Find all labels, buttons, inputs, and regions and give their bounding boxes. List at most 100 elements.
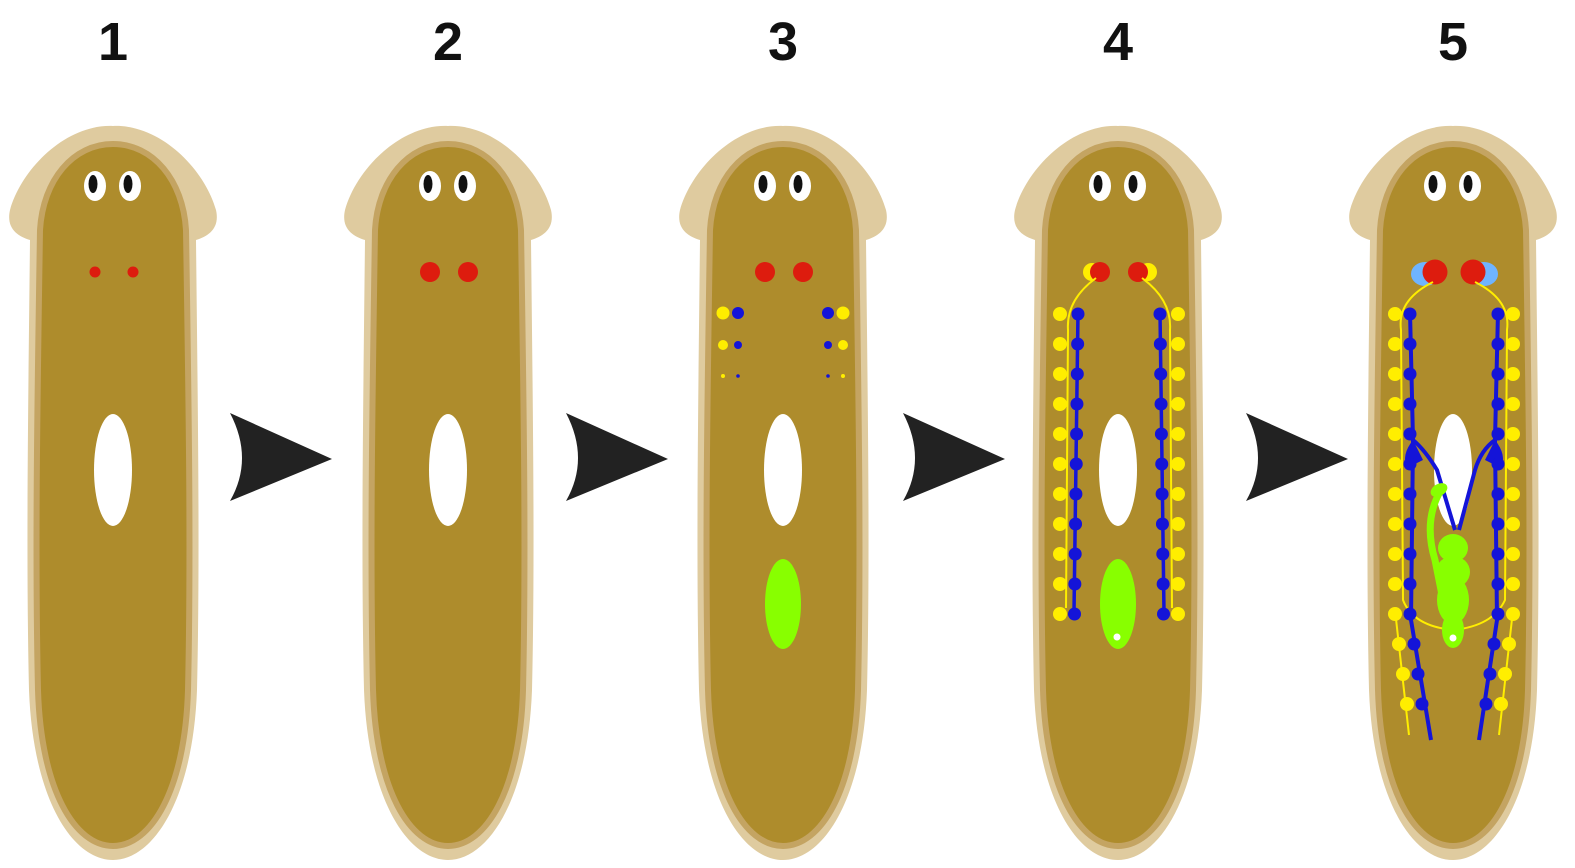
pupil-icon: [1464, 175, 1473, 193]
stage-number-label: 3: [768, 12, 798, 72]
pharynx: [764, 414, 802, 526]
pupil-icon: [89, 175, 98, 193]
testis-blue: [1069, 518, 1082, 531]
ovary: [1090, 262, 1110, 282]
gonopore: [1114, 634, 1121, 641]
pupil-icon: [1094, 175, 1103, 193]
testis-blue: [1404, 518, 1417, 531]
testis: [1388, 397, 1402, 411]
testis: [1053, 487, 1067, 501]
testis: [1053, 307, 1067, 321]
testis-blue: [1492, 458, 1505, 471]
testis-primordium: [721, 374, 725, 378]
testis: [1053, 397, 1067, 411]
worm-stage-5: 5: [1349, 12, 1557, 860]
testis: [1506, 517, 1520, 531]
pharynx: [1099, 414, 1137, 526]
testis: [1388, 307, 1402, 321]
testis-blue: [1154, 308, 1167, 321]
testis: [1171, 487, 1185, 501]
testis-blue: [1404, 548, 1417, 561]
pupil-icon: [1429, 175, 1438, 193]
stage-number-label: 4: [1103, 12, 1133, 72]
gonopore: [1450, 635, 1457, 642]
worm-stage-3: 3: [679, 12, 887, 860]
testis-blue: [1071, 368, 1084, 381]
ovary: [755, 262, 775, 282]
ovary: [1128, 262, 1148, 282]
testis-blue: [1404, 428, 1417, 441]
testis: [1171, 517, 1185, 531]
testis-blue: [1492, 368, 1505, 381]
stage-number-label: 2: [433, 12, 463, 72]
pupil-icon: [424, 175, 433, 193]
testis: [1171, 337, 1185, 351]
testis-blue: [1155, 458, 1168, 471]
vas-deferens-primordium: [826, 374, 830, 378]
testis-primordium: [717, 307, 730, 320]
testis-blue: [1154, 368, 1167, 381]
testis-blue: [1070, 428, 1083, 441]
testis: [1392, 637, 1406, 651]
pharynx: [429, 414, 467, 526]
testis-blue: [1154, 338, 1167, 351]
testis: [1506, 577, 1520, 591]
vas-deferens-primordium: [824, 341, 832, 349]
testis-blue: [1492, 578, 1505, 591]
testis-blue: [1068, 578, 1081, 591]
arrowhead-right-icon: [1246, 413, 1348, 501]
testis-blue: [1069, 548, 1082, 561]
pupil-icon: [794, 175, 803, 193]
vas-deferens-primordium: [734, 341, 742, 349]
testis: [1506, 367, 1520, 381]
testis-blue: [1070, 398, 1083, 411]
testis: [1053, 337, 1067, 351]
arrowhead-right-icon: [903, 413, 1005, 501]
testis-blue: [1069, 488, 1082, 501]
testis-blue: [1404, 578, 1417, 591]
testis: [1053, 547, 1067, 561]
testis-blue: [1070, 458, 1083, 471]
testis: [1053, 457, 1067, 471]
testis-blue: [1412, 668, 1425, 681]
testis-blue: [1492, 548, 1505, 561]
testis-blue: [1408, 638, 1421, 651]
testis-blue: [1492, 338, 1505, 351]
testis-blue: [1492, 398, 1505, 411]
ovary: [793, 262, 813, 282]
testis: [1388, 337, 1402, 351]
testis-primordium: [837, 307, 850, 320]
testis-blue: [1155, 428, 1168, 441]
ovary: [458, 262, 478, 282]
testis-blue: [1156, 518, 1169, 531]
worm-stage-4: 4: [1014, 12, 1222, 860]
testis: [1171, 427, 1185, 441]
testis: [1494, 697, 1508, 711]
testis: [1388, 427, 1402, 441]
arrowhead-right-icon: [230, 413, 332, 501]
testis: [1506, 307, 1520, 321]
testis-blue: [1492, 308, 1505, 321]
testis: [1506, 427, 1520, 441]
testis-blue: [1072, 308, 1085, 321]
testis: [1506, 457, 1520, 471]
testis-blue: [1492, 608, 1505, 621]
worm-stage-1: 1: [9, 12, 217, 860]
testis-blue: [1404, 308, 1417, 321]
ovary: [420, 262, 440, 282]
testis: [1053, 427, 1067, 441]
testis-blue: [1157, 608, 1170, 621]
testis: [1388, 517, 1402, 531]
pupil-icon: [1129, 175, 1138, 193]
copulatory-primordium: [765, 559, 801, 649]
testis: [1502, 637, 1516, 651]
worm-stage-2: 2: [344, 12, 552, 860]
testis: [1388, 547, 1402, 561]
ovary: [128, 267, 139, 278]
testis: [1053, 607, 1067, 621]
vas-deferens-primordium: [732, 307, 744, 319]
testis: [1053, 577, 1067, 591]
testis-blue: [1404, 608, 1417, 621]
ovary: [1461, 260, 1486, 285]
